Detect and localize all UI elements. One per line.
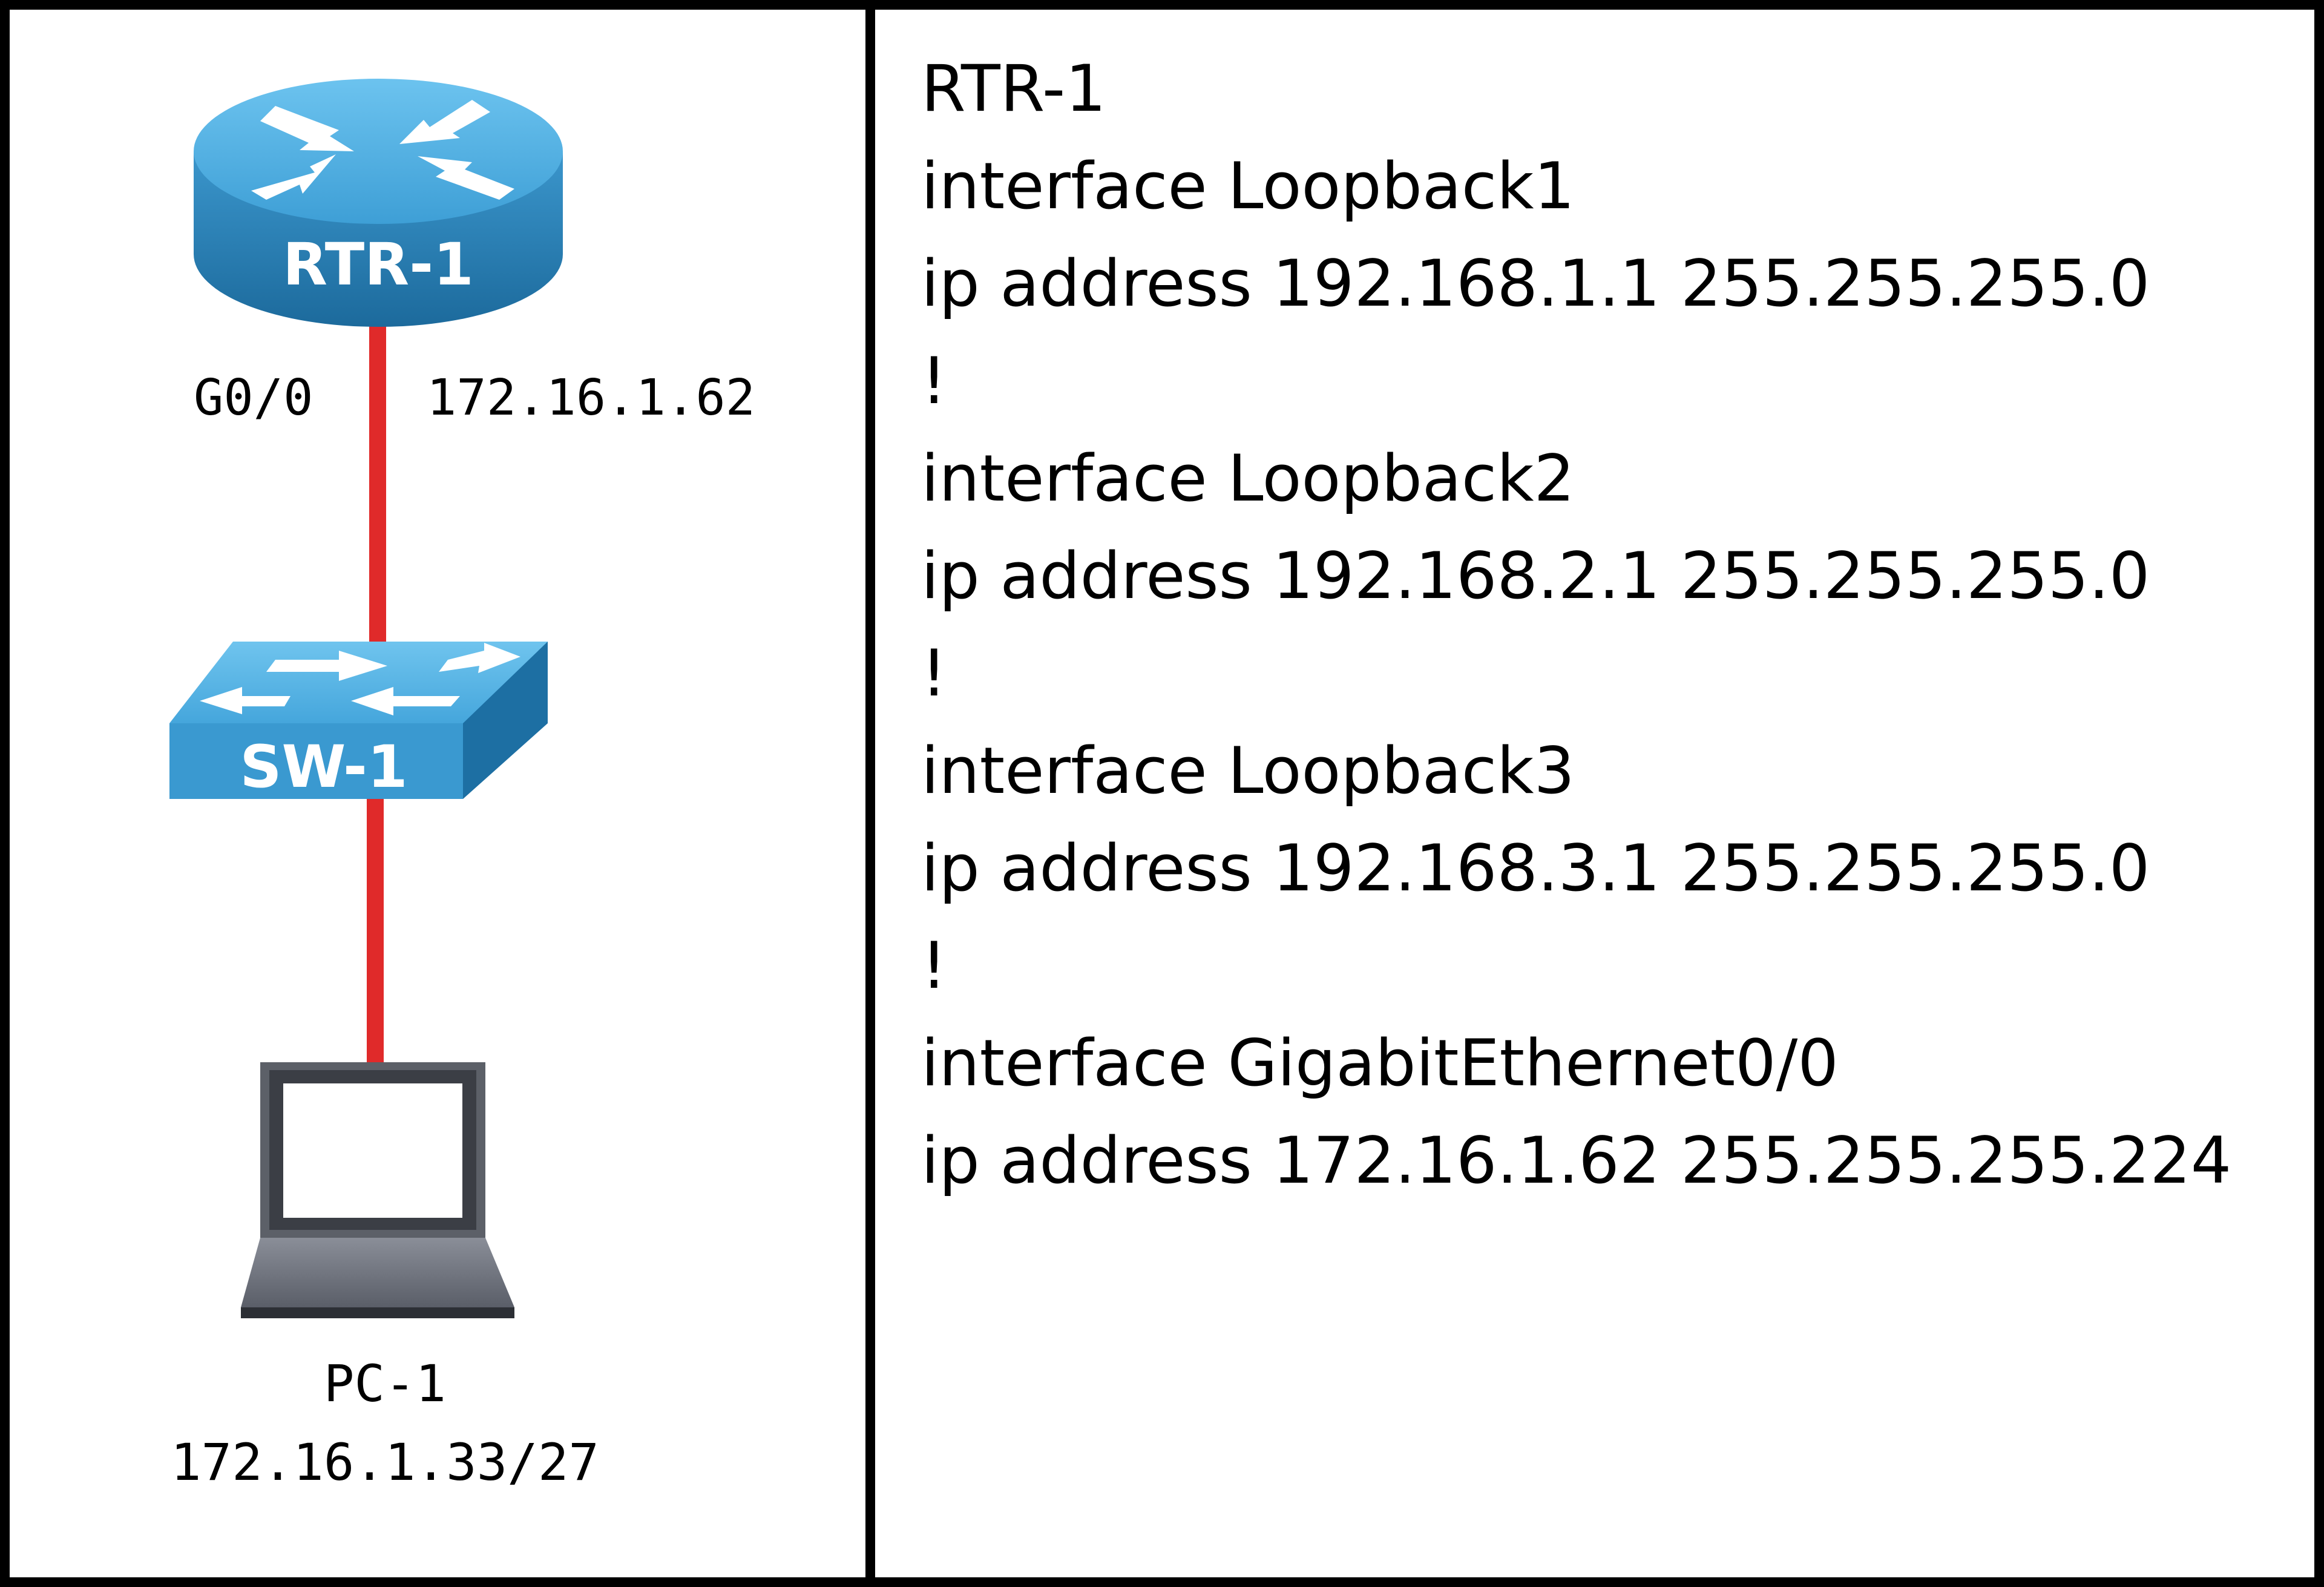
pc-ip-label: 172.16.1.33/27 [171, 1433, 599, 1492]
config-line: ip address 192.168.1.1 255.255.255.0 [921, 246, 2150, 321]
config-line: interface Loopback1 [921, 149, 1575, 223]
panel-divider [865, 0, 875, 1587]
router-interface-label: G0/0 [194, 369, 313, 427]
router-config-panel: RTR-1 interface Loopback1 ip address 192… [921, 40, 2289, 1541]
config-line: ip address 192.168.2.1 255.255.255.0 [921, 539, 2150, 613]
config-line: interface Loopback3 [921, 734, 1575, 808]
network-topology: RTR-1 G0/0 172.16.1.62 SW-1 PC-1 172.16.… [169, 79, 755, 1492]
config-hostname: RTR-1 [921, 51, 1106, 126]
laptop-icon[interactable] [241, 1062, 514, 1318]
config-line: ! [921, 344, 947, 418]
router-ip-label: 172.16.1.62 [427, 369, 755, 427]
config-line: interface GigabitEthernet0/0 [921, 1026, 1839, 1100]
router-name-label: RTR-1 [283, 231, 474, 298]
config-line: ip address 172.16.1.62 255.255.255.224 [921, 1123, 2232, 1198]
switch-name-label: SW-1 [240, 733, 407, 801]
switch-icon[interactable]: SW-1 [169, 642, 548, 801]
config-line: ip address 192.168.3.1 255.255.255.0 [921, 831, 2150, 905]
config-line: ! [921, 928, 947, 1003]
config-line: interface Loopback2 [921, 441, 1575, 516]
pc-name-label: PC-1 [324, 1354, 446, 1413]
config-line: ! [921, 636, 947, 711]
router-icon[interactable]: RTR-1 [194, 79, 563, 327]
